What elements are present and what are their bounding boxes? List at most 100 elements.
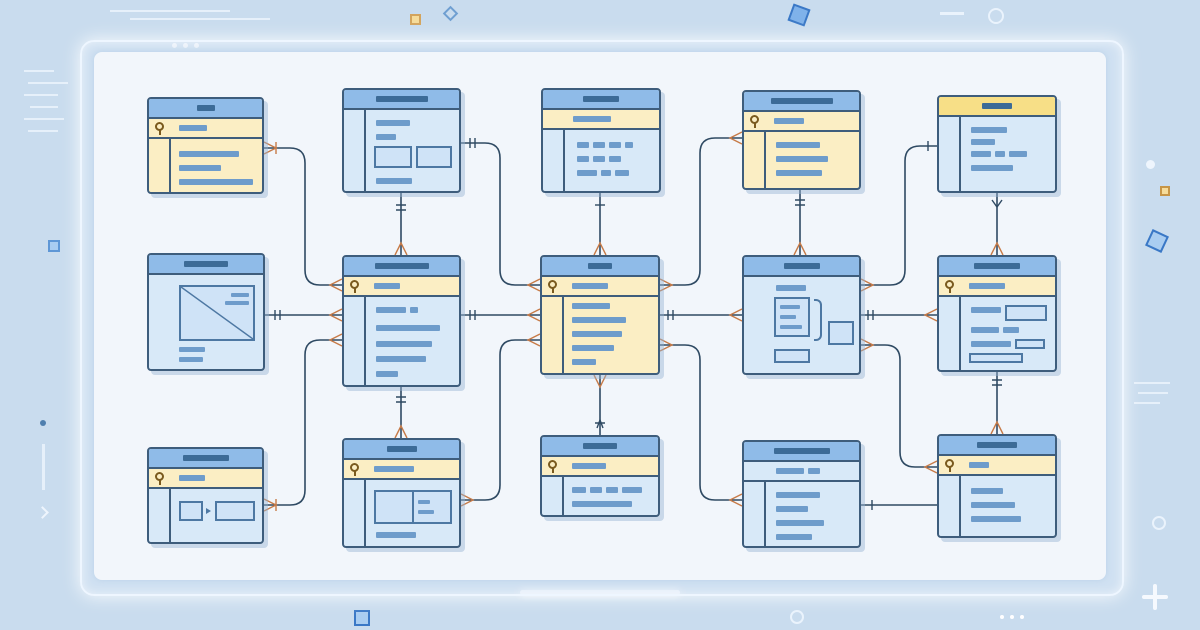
entity-table[interactable] — [342, 88, 461, 193]
crow-foot-marker — [526, 308, 541, 322]
field-placeholder — [572, 359, 596, 365]
field-placeholder — [971, 341, 1011, 347]
one-marker — [667, 310, 674, 320]
key-icon — [155, 122, 164, 135]
sub-box — [774, 349, 810, 363]
relation-line — [861, 344, 937, 468]
crow-foot-marker — [328, 333, 343, 347]
entity-table[interactable] — [742, 90, 861, 190]
field-placeholder — [601, 170, 611, 176]
cube-icon-bottom — [354, 610, 370, 626]
field-placeholder — [577, 170, 597, 176]
entity-table[interactable] — [742, 440, 861, 548]
crow-foot-marker — [860, 278, 875, 292]
crow-foot-marker — [990, 420, 1004, 435]
field-placeholder — [971, 516, 1021, 522]
key-icon — [548, 280, 557, 293]
key-icon — [750, 115, 759, 128]
entity-header — [543, 90, 659, 110]
field-placeholder — [776, 534, 812, 540]
field-placeholder — [1003, 327, 1019, 333]
field-placeholder — [572, 487, 586, 493]
entity-header — [939, 257, 1055, 277]
crow-foot-marker — [263, 498, 278, 512]
line-icon-left — [42, 444, 45, 490]
field-placeholder — [776, 170, 822, 176]
dot-icon-right — [1146, 160, 1155, 169]
field-placeholder — [376, 178, 412, 184]
primary-key-row — [149, 469, 262, 489]
sparkle-icon — [1142, 584, 1168, 610]
primary-key-row — [542, 277, 658, 297]
field-placeholder — [179, 179, 253, 185]
field-placeholder — [776, 492, 820, 498]
entity-table[interactable] — [937, 95, 1057, 193]
field-placeholder — [971, 488, 1003, 494]
field-placeholder — [179, 357, 203, 362]
one-marker — [469, 310, 476, 320]
crow-foot-marker — [593, 374, 607, 389]
field-placeholder — [1009, 151, 1027, 157]
entity-table[interactable] — [147, 447, 264, 544]
crow-foot-marker — [394, 424, 408, 439]
field-placeholder — [179, 347, 205, 352]
image-placeholder — [179, 285, 255, 341]
entity-header — [149, 255, 263, 275]
entity-table[interactable] — [147, 97, 264, 194]
field-placeholder — [225, 301, 249, 305]
one-marker — [595, 418, 605, 429]
field-placeholder — [971, 165, 1013, 171]
entity-table[interactable] — [937, 255, 1057, 372]
dash-icon-top-right — [940, 12, 964, 15]
entity-header — [744, 442, 859, 462]
entity-table[interactable] — [342, 255, 461, 387]
entity-header — [939, 436, 1055, 456]
field-placeholder — [410, 307, 418, 313]
crow-foot-marker — [923, 308, 938, 322]
field-placeholder — [376, 134, 396, 140]
crow-foot-marker — [460, 493, 475, 507]
sub-box — [374, 490, 452, 524]
field-placeholder — [376, 356, 426, 362]
sub-box — [215, 501, 255, 521]
field-placeholder — [971, 151, 991, 157]
crow-foot-marker — [328, 278, 343, 292]
sub-box — [179, 501, 203, 521]
one-marker — [274, 310, 281, 320]
crow-foot-marker — [659, 278, 674, 292]
entity-header — [149, 99, 262, 119]
key-icon — [945, 459, 954, 472]
field-placeholder — [590, 487, 602, 493]
entity-table[interactable] — [540, 435, 660, 517]
field-placeholder — [776, 142, 820, 148]
field-placeholder — [971, 327, 999, 333]
entity-table[interactable] — [342, 438, 461, 548]
entity-table[interactable] — [937, 434, 1057, 538]
background-dashes-top — [110, 10, 270, 24]
primary-key-row — [744, 462, 859, 482]
primary-key-row — [344, 277, 459, 297]
crow-foot-marker — [860, 338, 875, 352]
background-code-lines-right — [1134, 382, 1174, 422]
background-code-lines-left — [24, 70, 68, 150]
ring-icon-right — [1152, 516, 1166, 530]
entity-table-central[interactable] — [540, 255, 660, 375]
field-placeholder — [971, 307, 1001, 313]
entity-header — [744, 92, 859, 112]
key-icon — [945, 280, 954, 293]
one-marker — [469, 138, 476, 148]
entity-table[interactable] — [147, 253, 265, 371]
sub-box — [1005, 305, 1047, 321]
relation-line — [264, 147, 342, 286]
entity-header — [542, 437, 658, 457]
field-placeholder — [776, 285, 806, 291]
field-placeholder — [593, 142, 605, 148]
one-marker — [396, 204, 406, 211]
entity-header — [344, 440, 459, 460]
relation-line — [461, 339, 540, 501]
key-icon — [350, 463, 359, 476]
crow-foot-marker — [659, 338, 674, 352]
crow-foot-marker — [728, 308, 743, 322]
entity-table[interactable] — [742, 255, 861, 375]
entity-table[interactable] — [541, 88, 661, 193]
